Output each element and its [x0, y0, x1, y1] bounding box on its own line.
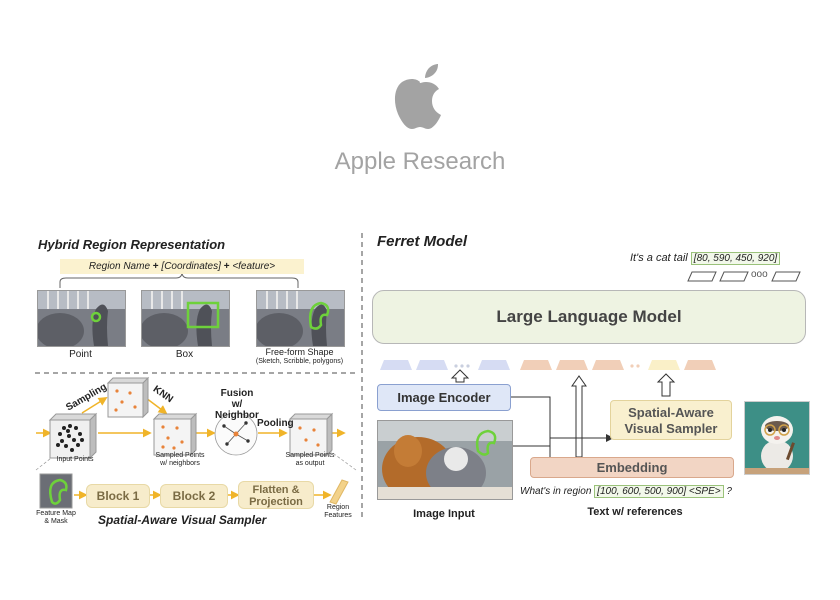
- feature-map-label: Feature Map & Mask: [30, 510, 82, 526]
- freeform-example-image: [256, 290, 345, 347]
- input-qmark: ?: [726, 486, 732, 497]
- region-formula: Region Name + [Coordinates] + <feature>: [60, 259, 304, 274]
- point-example-image: [37, 290, 126, 347]
- freeform-label: Free-form Shape: [265, 347, 334, 357]
- ferret-model-title: Ferret Model: [377, 233, 468, 250]
- sampled-output-line2: as output: [295, 460, 325, 467]
- point-label: Point: [69, 349, 92, 360]
- pooling-label: Pooling: [257, 418, 294, 429]
- box-example-image: [141, 290, 230, 347]
- formula-plus: +: [152, 261, 159, 272]
- input-question: What's in region: [520, 486, 592, 497]
- sampler-line2: Visual Sampler: [624, 421, 718, 436]
- sampled-neighbors-label: Sampled Points w/ neighbors: [140, 452, 220, 468]
- region-features-label: Region Features: [318, 504, 358, 520]
- freeform-sublabel: (Sketch, Scribble, polygons): [255, 358, 344, 365]
- image-encoder: Image Encoder: [377, 384, 511, 411]
- sampled-output-line1: Sampled Points: [285, 452, 335, 459]
- box-label: Box: [175, 349, 194, 360]
- feature-map-line2: & Mask: [44, 518, 68, 525]
- feature-map-line1: Feature Map: [36, 510, 76, 517]
- input-tokens: [380, 360, 716, 370]
- apple-logo-icon: [388, 56, 452, 137]
- brand-name: Apple Research: [334, 148, 506, 175]
- flatten-line1: Flatten &: [252, 484, 300, 496]
- input-spe: <SPE>: [688, 486, 721, 497]
- input-text: What's in region [100, 600, 500, 900] <S…: [520, 485, 732, 498]
- block2: Block 2: [160, 484, 228, 508]
- sampled-output-label: Sampled Points as output: [270, 452, 350, 468]
- text-references-label: Text w/ references: [587, 506, 683, 518]
- formula-plus: +: [223, 261, 230, 272]
- input-coords: [100, 600, 500, 900]: [597, 486, 687, 497]
- input-points-label: Input Points: [56, 456, 94, 463]
- hybrid-region-title: Hybrid Region Representation: [38, 237, 226, 252]
- connector-arrows: [450, 369, 676, 460]
- formula-region-name: Region Name: [88, 261, 151, 272]
- region-features-line2: Features: [324, 512, 352, 519]
- output-coords: [80, 590, 450, 920]: [690, 252, 781, 265]
- formula-feature: <feature>: [232, 261, 276, 272]
- flatten-line2: Projection: [249, 496, 303, 508]
- fusion-label-line1: Fusion: [220, 388, 254, 399]
- input-coords-and-spe: [100, 600, 500, 900] <SPE>: [594, 485, 724, 498]
- fusion-label-line2: w/ Neighbor: [215, 399, 259, 421]
- sampler-diagram: [35, 376, 357, 509]
- output-text: It's a cat tail [80, 590, 450, 920]: [630, 252, 781, 265]
- sampled-neighbors-line2: w/ neighbors: [160, 460, 200, 467]
- sampler-line1: Spatial-Aware: [628, 405, 714, 420]
- formula-coordinates: [Coordinates]: [161, 261, 221, 272]
- fusion-label: Fusion w/ Neighbor: [212, 388, 262, 421]
- ferret-mascot-image: [744, 401, 810, 475]
- image-input-label: Image Input: [413, 508, 475, 520]
- sampled-neighbors-line1: Sampled Points: [155, 452, 205, 459]
- output-caption: It's a cat tail: [630, 252, 688, 264]
- flatten-projection: Flatten & Projection: [238, 481, 314, 509]
- spatial-aware-visual-sampler: Spatial-Aware Visual Sampler: [610, 400, 732, 440]
- block1: Block 1: [86, 484, 150, 508]
- large-language-model: Large Language Model: [372, 290, 806, 344]
- output-tokens: [687, 271, 801, 282]
- sampler-title: Spatial-Aware Visual Sampler: [98, 513, 267, 527]
- token-ellipsis: ooo: [751, 269, 768, 280]
- region-features-line1: Region: [326, 504, 350, 511]
- input-image-dog-cat: [377, 420, 513, 500]
- embedding: Embedding: [530, 457, 734, 478]
